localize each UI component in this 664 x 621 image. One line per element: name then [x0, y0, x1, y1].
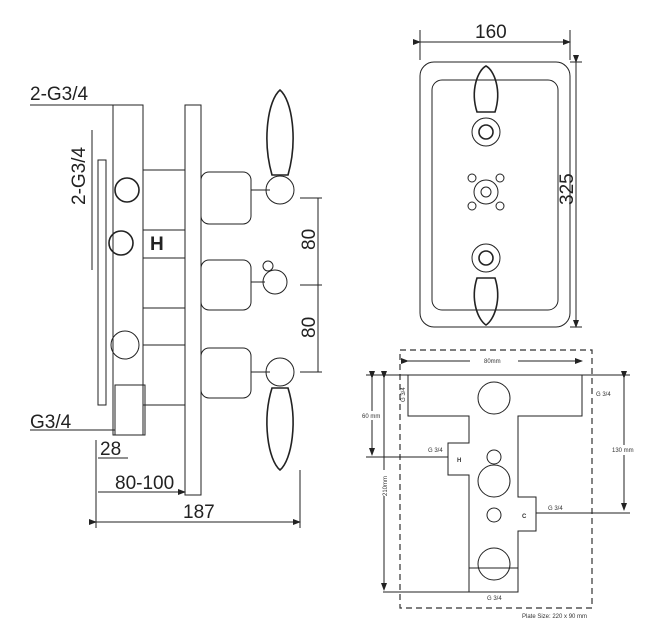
total-height-label: 210mm: [383, 476, 389, 496]
body-block: [142, 344, 186, 406]
dim-spacing-lower: 80: [299, 317, 320, 338]
back-plate: [97, 159, 107, 406]
dim-depth: 80-100: [115, 473, 174, 494]
dim-total: 187: [183, 502, 215, 523]
top-handle-front: [471, 65, 501, 147]
port-circle: [477, 464, 511, 498]
hot-marker: H: [457, 458, 461, 464]
top-lever-handle: [200, 88, 295, 225]
port-top-label: G 3/4: [401, 387, 407, 402]
dim-spacing-upper: 80: [299, 229, 320, 250]
port-circle: [477, 381, 511, 415]
dim-height: 325: [557, 173, 578, 205]
body-block: [142, 169, 186, 231]
inlet-side-label: 2-G3/4: [69, 146, 90, 205]
port-circle: [477, 547, 511, 581]
dim-28: 28: [100, 439, 121, 460]
port-hot-label: G 3/4: [428, 448, 443, 454]
port-cold-label: G 3/4: [548, 506, 563, 512]
top-offset-label: 60 mm: [362, 414, 380, 420]
port-circle: [486, 449, 502, 465]
inlet-port-icon: [108, 230, 134, 256]
port-circle: [486, 507, 502, 523]
width-label: 80mm: [484, 359, 501, 365]
plate-size-label: Plate Size: 220 x 90 mm: [522, 614, 587, 620]
inlet-port-icon: [114, 177, 140, 203]
outlet-port-icon: [110, 330, 140, 360]
port-top-right-label: G 3/4: [596, 392, 611, 398]
outlet-label: G3/4: [30, 412, 72, 433]
cold-marker: C: [522, 514, 527, 520]
body-block: [142, 257, 186, 309]
port-bottom-label: G 3/4: [487, 596, 502, 602]
plate-outline: [399, 349, 593, 609]
plate-diagram: 80mm H C G 3/4 G 3/4 G 3/4 G 3/4 G 3/4 6…: [362, 349, 638, 620]
bottom-lever-handle: [200, 347, 295, 472]
diverter-cross-handle: [200, 259, 288, 311]
cover-plate-outline: [419, 61, 571, 328]
cover-plate: [184, 104, 202, 496]
hot-marker: H: [150, 234, 164, 255]
bottom-handle-front: [471, 243, 501, 326]
inlet-top-label: 2-G3/4: [30, 84, 89, 105]
cover-plate-inner: [431, 79, 559, 311]
front-view: 160 325: [413, 22, 582, 328]
right-offset-label: 130 mm: [612, 448, 634, 454]
diverter-cross-front: [467, 173, 505, 211]
dim-width: 160: [475, 22, 507, 43]
side-view: H 2-G3/4 2-G3/4 G3/4 28 80-100: [30, 84, 322, 528]
outlet-pipe: [114, 384, 146, 436]
